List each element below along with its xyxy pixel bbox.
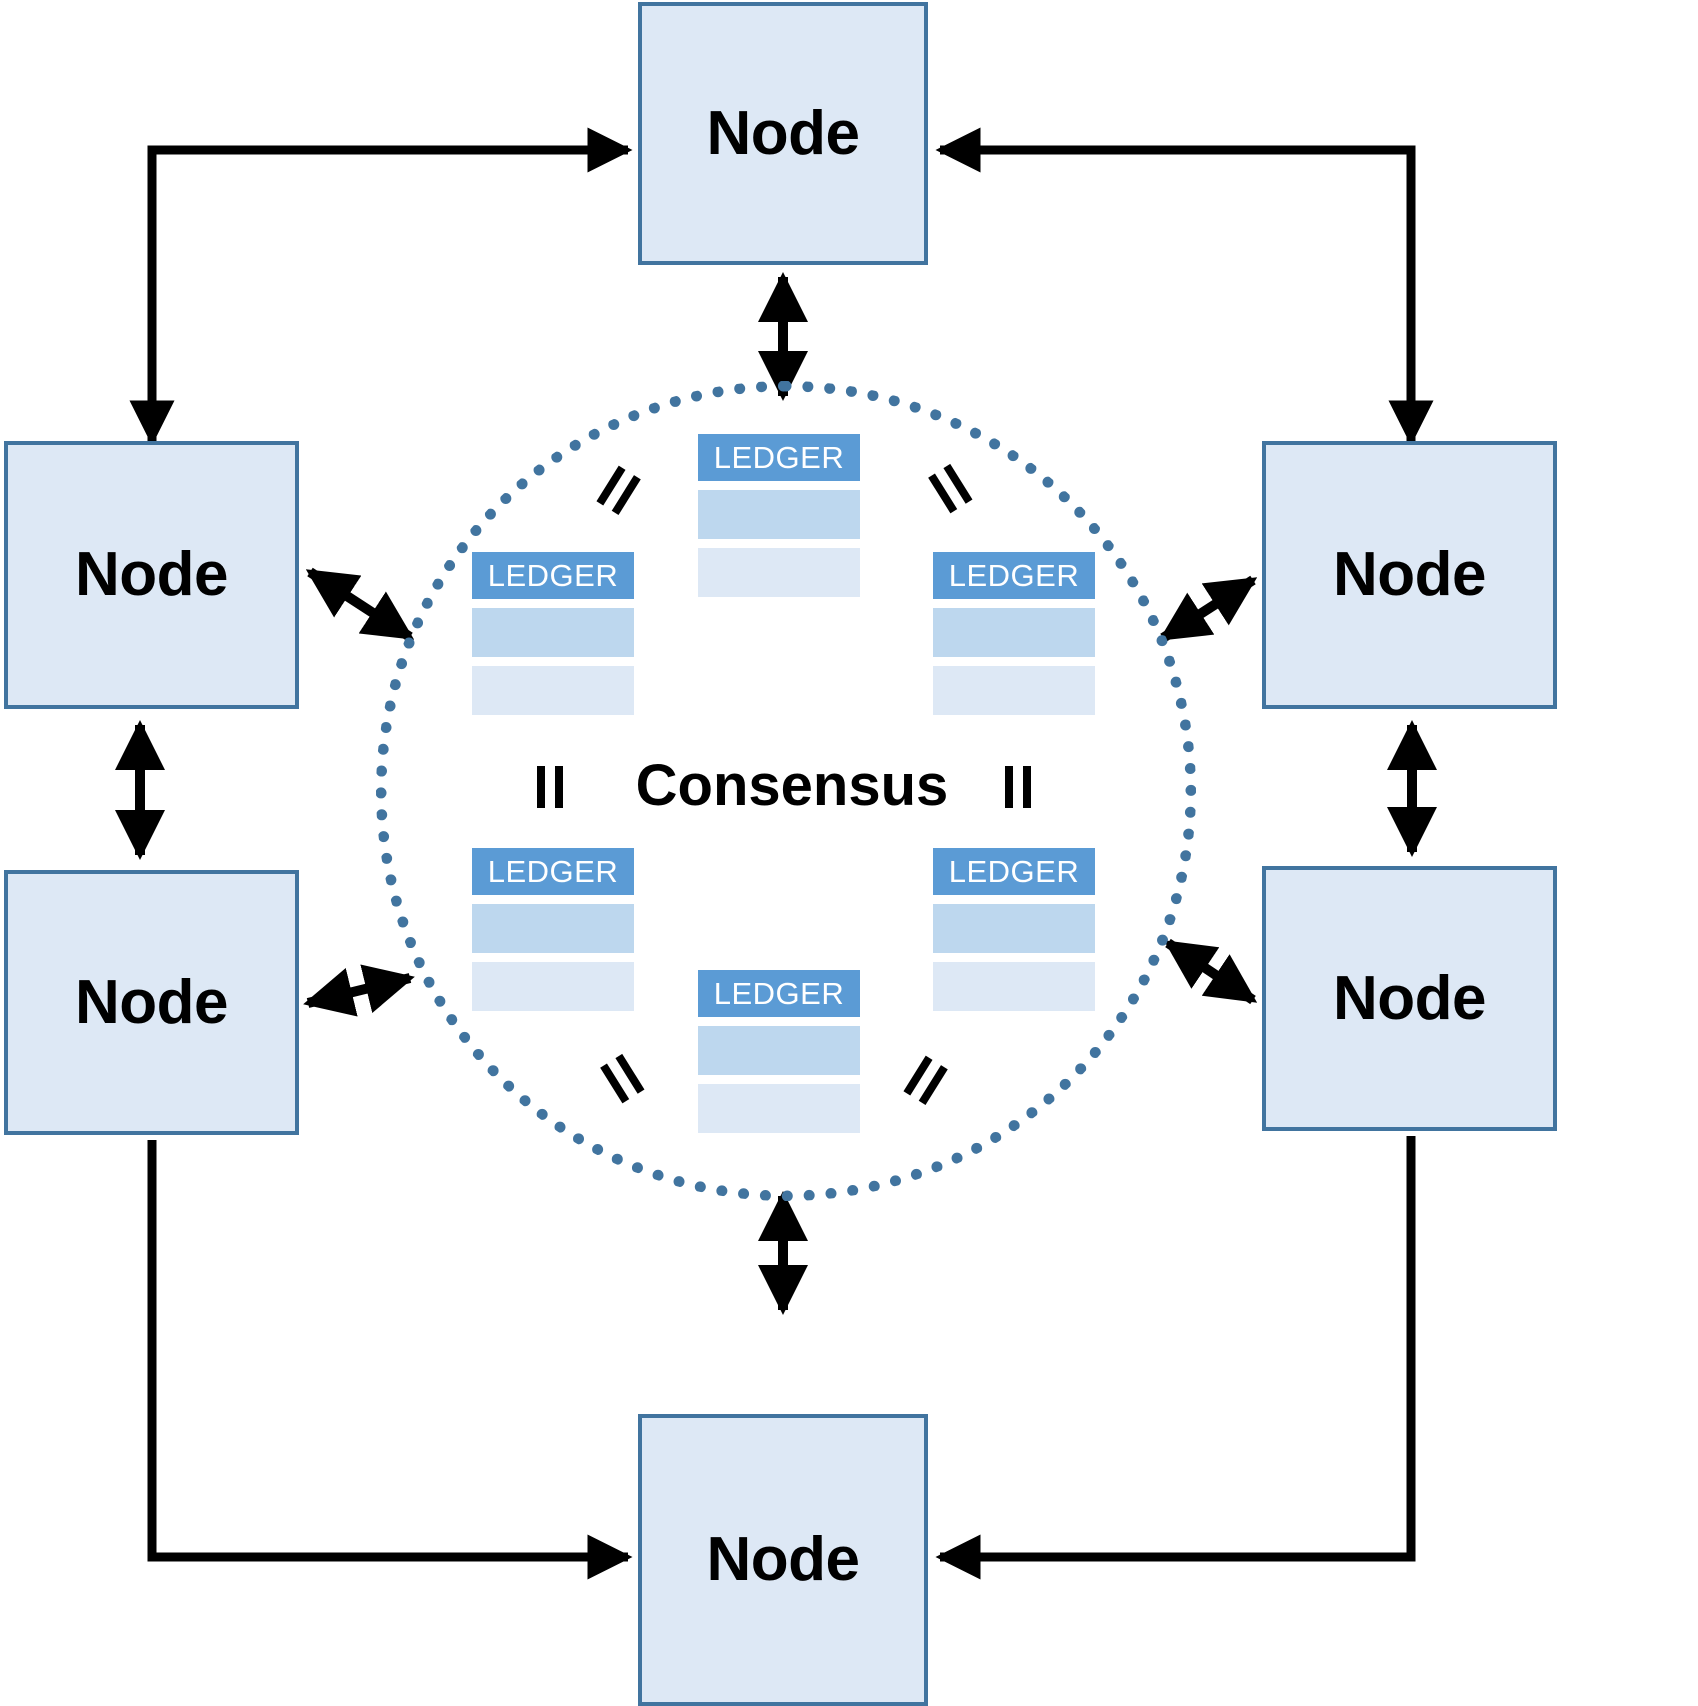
connector-left-lower-to-consensus [303,964,415,1017]
ledger-row [472,608,634,657]
ledger-header-label: LEDGER [472,848,634,895]
node-label: Node [706,98,861,168]
node-label: Node [75,540,229,609]
ledger-card-lower-left[interactable]: LEDGER [472,848,634,1011]
equals-icon-middle-right [999,764,1039,808]
connector-left-upper-to-top [129,127,633,446]
ledger-header-label: LEDGER [698,434,860,481]
ledger-card-upper-left[interactable]: LEDGER [472,552,634,715]
ledger-card-lower-right[interactable]: LEDGER [933,848,1095,1011]
node-bottom[interactable]: Node [638,1414,928,1706]
consensus-label: Consensus [635,753,949,818]
node-top[interactable]: Node [638,2,928,265]
connector-left-lower-to-bottom [147,1140,633,1580]
ledger-row [933,666,1095,715]
ledger-row [698,548,860,597]
node-label: Node [706,1525,861,1594]
connector-left-upper-to-consensus [305,567,415,642]
ledger-row [698,1026,860,1075]
ledger-header-label: LEDGER [933,848,1095,895]
ledger-card-center-top[interactable]: LEDGER [698,434,860,597]
node-label: Node [75,967,229,1037]
node-left-lower[interactable]: Node [4,870,299,1135]
consensus-boundary-circle [376,381,1196,1201]
ledger-card-center-bottom[interactable]: LEDGER [698,970,860,1133]
ledger-row [472,904,634,953]
connector-right-upper-to-consensus [1158,575,1258,643]
connector-right-lower-to-bottom [935,1136,1416,1580]
node-label: Node [1333,540,1487,609]
ledger-row [933,608,1095,657]
ledger-header-label: LEDGER [472,552,634,599]
ledger-card-upper-right[interactable]: LEDGER [933,552,1095,715]
ledger-header-label: LEDGER [933,552,1095,599]
node-left-upper[interactable]: Node [4,441,299,709]
node-right-lower[interactable]: Node [1262,866,1557,1131]
connector-right-lower-to-consensus [1163,938,1258,1005]
ledger-row [698,490,860,539]
ledger-row [933,962,1095,1011]
ledger-row [933,904,1095,953]
node-label: Node [1333,963,1487,1033]
ledger-row [472,962,634,1011]
ledger-row [472,666,634,715]
ledger-row [698,1084,860,1133]
connector-right-upper-to-top [935,127,1434,446]
node-right-upper[interactable]: Node [1262,441,1557,709]
equals-icon-middle-left [531,764,571,808]
ledger-header-label: LEDGER [698,970,860,1017]
